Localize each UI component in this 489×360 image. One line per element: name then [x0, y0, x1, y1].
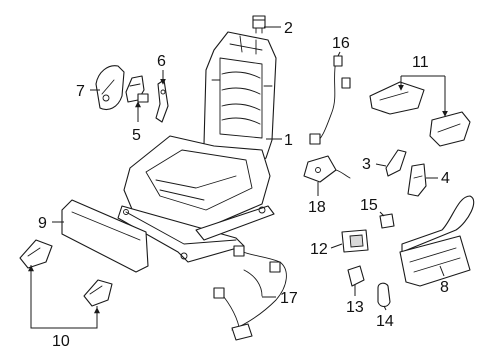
callout-12: 12 [310, 241, 328, 258]
callout-4: 4 [441, 170, 450, 187]
part-6-side-strip [155, 79, 169, 123]
leader-8 [439, 265, 445, 277]
part-14-knob [377, 282, 391, 308]
seat-frame-assembly [117, 31, 277, 263]
part-17-wire-harness [213, 245, 287, 341]
callout-16: 16 [332, 35, 350, 52]
callout-3: 3 [362, 156, 371, 173]
part-13-knob [347, 265, 365, 287]
part-5-bracket [125, 75, 149, 103]
part-2-clip [252, 15, 266, 34]
callout-2: 2 [284, 20, 293, 37]
part-12-switch [341, 229, 369, 253]
part-15-block [379, 213, 395, 229]
callout-11: 11 [412, 54, 429, 71]
leader-14 [383, 305, 387, 311]
part-18-connector [303, 155, 351, 183]
callout-labels: 1 2 3 4 5 6 7 8 9 10 11 12 13 14 15 16 1… [38, 20, 450, 350]
callout-9: 9 [38, 215, 47, 232]
part-4-bracket [407, 163, 427, 197]
leader-12 [330, 243, 343, 249]
part-3-lever [385, 149, 407, 177]
callout-18: 18 [308, 199, 326, 216]
callout-15: 15 [360, 197, 378, 214]
part-10-feet [19, 239, 113, 307]
callout-10: 10 [52, 333, 70, 350]
callout-14: 14 [376, 313, 394, 330]
part-8-side-shield [399, 195, 475, 287]
callout-6: 6 [157, 53, 166, 70]
callout-5: 5 [132, 127, 141, 144]
leader-16 [337, 51, 341, 57]
callout-8: 8 [440, 279, 449, 296]
part-16-harness [309, 55, 351, 145]
callout-17: 17 [280, 290, 298, 307]
callout-13: 13 [346, 299, 364, 316]
leader-lines [28, 26, 448, 329]
leader-3 [375, 163, 387, 167]
leader-15 [379, 211, 385, 217]
callout-1: 1 [284, 132, 293, 149]
callout-7: 7 [76, 83, 85, 100]
part-7-recliner-cover [95, 65, 125, 111]
part-9-lower-panel [61, 199, 149, 273]
part-11-trim-covers [369, 81, 471, 147]
